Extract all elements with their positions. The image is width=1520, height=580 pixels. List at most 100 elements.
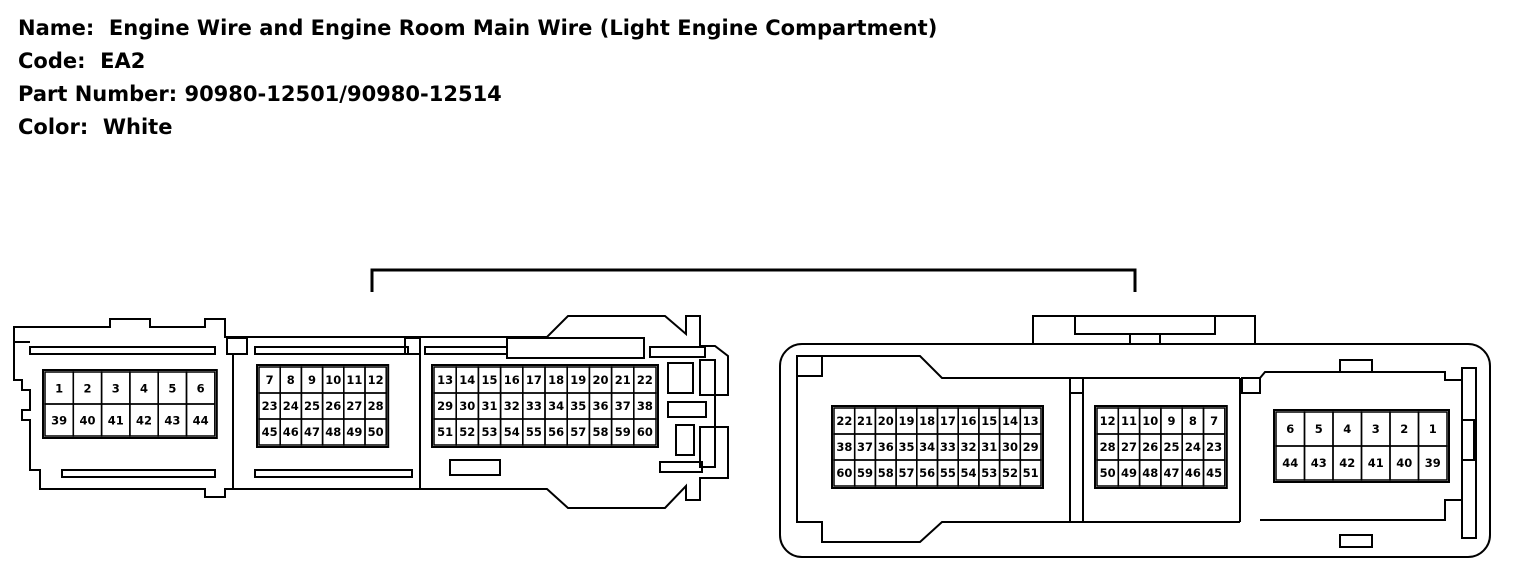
terminal-number: 48	[325, 425, 341, 439]
terminal-number: 9	[308, 373, 316, 387]
name-value: Engine Wire and Engine Room Main Wire (L…	[108, 16, 938, 40]
terminal-number: 49	[1121, 466, 1137, 480]
color-value: White	[102, 115, 173, 139]
terminal-number: 51	[1023, 466, 1039, 480]
terminal-number: 36	[878, 440, 894, 454]
terminal-number: 3	[112, 381, 120, 395]
terminal-number: 33	[940, 440, 956, 454]
left-connector-housing	[13, 315, 729, 509]
terminal-number: 57	[570, 425, 586, 439]
terminal-number: 35	[570, 399, 586, 413]
terminal-number: 34	[919, 440, 935, 454]
terminal-number: 53	[981, 466, 997, 480]
terminal-number: 38	[836, 440, 852, 454]
part-number-value: 90980-12501/90980-12514	[184, 82, 502, 106]
terminal-number: 39	[51, 413, 67, 427]
terminal-number: 49	[346, 425, 362, 439]
terminal-number: 45	[1206, 466, 1222, 480]
terminal-number: 13	[1023, 414, 1039, 428]
terminal-number: 16	[504, 373, 520, 387]
terminal-number: 50	[1100, 466, 1116, 480]
terminal-number: 46	[283, 425, 299, 439]
right-connector-housing	[779, 315, 1491, 558]
terminal-number: 2	[83, 381, 91, 395]
terminal-number: 56	[919, 466, 935, 480]
terminal-number: 25	[304, 399, 320, 413]
terminal-number: 20	[592, 373, 608, 387]
terminal-number: 17	[940, 414, 956, 428]
terminal-number: 44	[1282, 456, 1298, 470]
terminal-number: 28	[368, 399, 384, 413]
mating-bracket	[370, 268, 1137, 292]
terminal-number: 17	[526, 373, 542, 387]
code-value: EA2	[100, 49, 146, 73]
terminal-number: 26	[325, 399, 341, 413]
terminal-number: 40	[1396, 456, 1412, 470]
name-row: Name: Engine Wire and Engine Room Main W…	[18, 12, 937, 45]
code-row: Code: EA2	[18, 45, 937, 78]
terminal-number: 57	[898, 466, 914, 480]
right-block-c-frame	[831, 405, 1044, 489]
terminal-number: 3	[1372, 422, 1380, 436]
terminal-number: 35	[898, 440, 914, 454]
terminal-number: 31	[481, 399, 497, 413]
color-row: Color: White	[18, 111, 937, 144]
terminal-number: 59	[615, 425, 631, 439]
terminal-number: 56	[548, 425, 564, 439]
terminal-number: 34	[548, 399, 564, 413]
terminal-number: 55	[526, 425, 542, 439]
terminal-number: 31	[981, 440, 997, 454]
terminal-number: 20	[878, 414, 894, 428]
terminal-number: 5	[168, 381, 176, 395]
terminal-number: 44	[193, 413, 209, 427]
code-label: Code:	[18, 49, 86, 73]
terminal-cell	[185, 403, 216, 437]
terminal-number: 9	[1168, 414, 1176, 428]
terminal-cell	[1019, 459, 1042, 487]
part-number-row: Part Number: 90980-12501/90980-12514	[18, 78, 937, 111]
terminal-number: 2	[1400, 422, 1408, 436]
name-label: Name:	[18, 16, 95, 40]
terminal-number: 50	[368, 425, 384, 439]
terminal-number: 6	[1286, 422, 1294, 436]
terminal-cell	[633, 418, 657, 446]
terminal-number: 53	[481, 425, 497, 439]
terminal-number: 7	[1210, 414, 1218, 428]
terminal-number: 15	[981, 414, 997, 428]
terminal-number: 8	[287, 373, 295, 387]
terminal-number: 43	[1311, 456, 1327, 470]
terminal-number: 29	[437, 399, 453, 413]
terminal-number: 18	[919, 414, 935, 428]
terminal-number: 52	[459, 425, 475, 439]
terminal-number: 37	[615, 399, 631, 413]
terminal-number: 1	[55, 381, 63, 395]
terminal-number: 60	[836, 466, 852, 480]
terminal-cell	[364, 418, 387, 446]
terminal-number: 30	[1002, 440, 1018, 454]
terminal-number: 52	[1002, 466, 1018, 480]
terminal-number: 27	[346, 399, 362, 413]
terminal-number: 32	[961, 440, 977, 454]
terminal-number: 42	[1339, 456, 1355, 470]
terminal-number: 19	[898, 414, 914, 428]
terminal-number: 30	[459, 399, 475, 413]
terminal-number: 12	[368, 373, 384, 387]
terminal-number: 29	[1023, 440, 1039, 454]
terminal-number: 40	[79, 413, 95, 427]
terminal-cell	[1417, 445, 1448, 481]
terminal-number: 15	[481, 373, 497, 387]
color-label: Color:	[18, 115, 89, 139]
terminal-number: 60	[637, 425, 653, 439]
terminal-number: 27	[1121, 440, 1137, 454]
terminal-number: 4	[140, 381, 148, 395]
terminal-number: 54	[504, 425, 520, 439]
right-block-b-frame	[1094, 405, 1228, 489]
terminal-number: 45	[262, 425, 278, 439]
terminal-cell	[1202, 459, 1226, 487]
terminal-number: 58	[878, 466, 894, 480]
